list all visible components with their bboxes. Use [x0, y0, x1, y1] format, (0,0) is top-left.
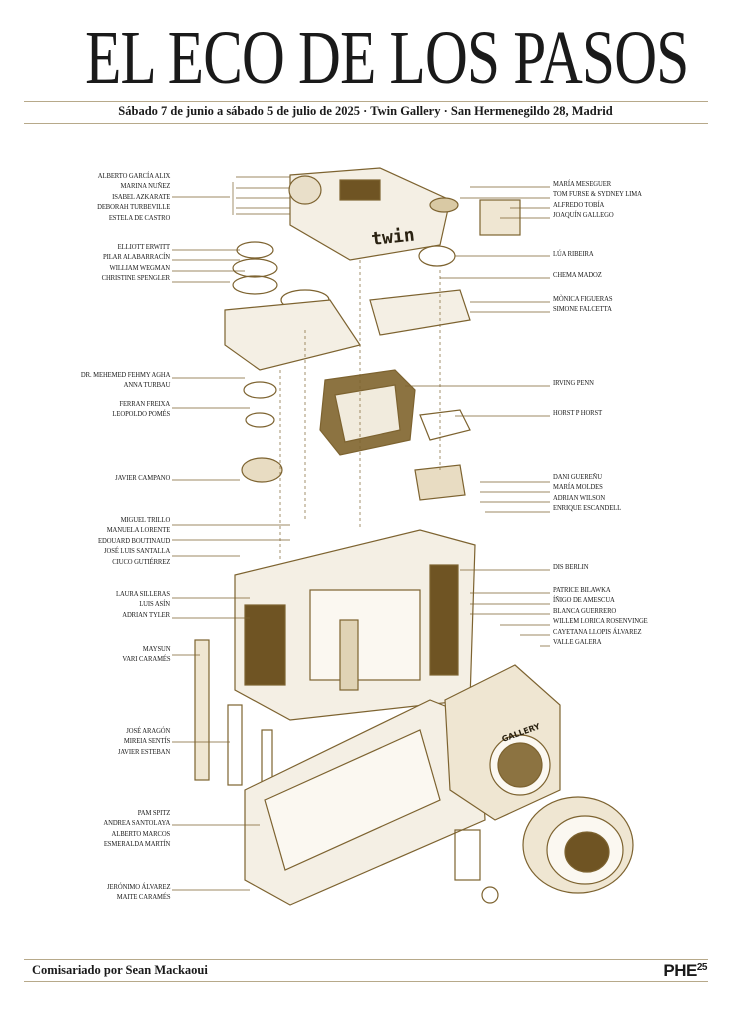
artist-name: Pilar Alabarracín — [102, 252, 170, 262]
artist-name: Alfredo Tobía — [553, 199, 605, 209]
artist-name: Leopoldo Pomés — [112, 409, 170, 419]
artist-name: Javier Esteban — [117, 746, 170, 756]
divider — [24, 959, 708, 960]
artist-group: José AragónMireia SentísJavier Esteban — [112, 726, 170, 757]
artist-name: Tom Furse & Sydney Lima — [553, 189, 642, 199]
artist-name: Simone Falcetta — [553, 304, 612, 314]
artist-name: Maysun — [142, 644, 170, 653]
artist-name: José Luis Santalla — [103, 546, 170, 556]
artist-name: Lúa Ribeira — [553, 249, 594, 258]
artist-group: Mònica FiguerasSimone Falcetta — [553, 294, 619, 315]
event-details: Sábado 7 de junio a sábado 5 de julio de… — [118, 104, 613, 118]
poster-title: EL ECO DE LOS PASOS — [85, 16, 689, 100]
artist-name: Manuela Lorente — [106, 525, 170, 535]
divider — [24, 101, 708, 102]
artist-name: Jerónimo Álvarez — [106, 882, 171, 891]
artist-name: Ferran Freixa — [119, 399, 170, 408]
curator-credit: Comisariado por Sean Mackaoui — [32, 963, 208, 977]
artist-name: Estela de Castro — [108, 212, 170, 222]
artist-group: Dani GuereñuMaría MoldesAdrian WilsonEnr… — [553, 472, 629, 514]
artist-name: Adrian Tyler — [122, 609, 170, 619]
artist-name: Horst P Horst — [553, 408, 603, 417]
artist-name: Javier Campano — [114, 473, 170, 482]
artist-group: María MeseguerTom Furse & Sydney LimaAlf… — [553, 179, 652, 221]
artist-name: Blanca Guerrero — [553, 605, 617, 615]
artist-name: Anna Turbau — [123, 380, 170, 390]
artist-name: William Wegman — [109, 262, 170, 272]
artist-name: Íñigo de Amescua — [553, 595, 615, 605]
artist-group: Alberto García AlixMarina NuñezIsabel Az… — [89, 171, 170, 223]
artist-name: Irving Penn — [553, 378, 594, 387]
artist-group: Jerónimo ÁlvarezMaite Caramés — [100, 882, 171, 903]
artist-name: Dani Guereñu — [553, 472, 602, 481]
artist-name: Christine Spengler — [101, 273, 171, 283]
artist-name: Dr. Mehemed Fehmy Agha — [80, 370, 171, 379]
artist-name: Alberto Marcos — [111, 828, 170, 838]
artist-group: Pam SpitzAndrea SantolayaAlberto MarcosE… — [96, 808, 170, 850]
artist-group: Lúa Ribeira — [553, 249, 598, 259]
artist-name: Mònica Figueras — [553, 294, 613, 303]
artist-name: DIS Berlin — [553, 562, 589, 571]
artist-name: María Meseguer — [553, 179, 612, 188]
twin-label: twin — [370, 225, 415, 250]
artist-name: Vari Caramés — [121, 654, 170, 664]
artist-name: Isabel Azkarate — [111, 191, 170, 201]
phe-logo: PHE25 — [663, 961, 707, 980]
artist-name: Willem Lorica Rosenvinge — [553, 616, 648, 626]
artist-group: Horst P Horst — [553, 408, 608, 418]
artist-group: Ferran FreixaLeopoldo Pomés — [106, 399, 170, 420]
artist-group: Javier Campano — [109, 473, 170, 483]
artist-group: Miguel TrilloManuela LorenteEdouard Bout… — [90, 515, 170, 567]
divider — [24, 981, 708, 982]
artist-name: Adrian Wilson — [553, 492, 606, 502]
divider — [24, 123, 708, 124]
artist-name: Enrique Escandell — [553, 503, 622, 513]
artist-name: Mireia Sentís — [123, 736, 170, 746]
artist-name: Andrea Santolaya — [103, 818, 170, 828]
artist-name: Chema Madoz — [553, 270, 602, 279]
artist-name: Pam Spitz — [137, 808, 170, 817]
artist-name: Miguel Trillo — [120, 515, 170, 524]
artist-name: José Aragón — [126, 726, 170, 735]
artist-name: Ciuco Gutiérrez — [112, 556, 170, 566]
artist-group: Patrice BilawkaÍñigo de AmescuaBlanca Gu… — [553, 585, 658, 647]
artist-group: DIS Berlin — [553, 562, 592, 572]
artist-name: Valle Galera — [553, 637, 602, 647]
artist-group: MaysunVari Caramés — [117, 644, 170, 665]
artist-group: Irving Penn — [553, 378, 598, 388]
artist-name: Elliott Erwitt — [117, 242, 170, 251]
artist-name: Patrice Bilawka — [553, 585, 611, 594]
artist-name: María Moldes — [553, 482, 603, 492]
artist-group: Laura SillerasLuis AsínAdrian Tyler — [110, 589, 170, 620]
artist-name: Cayetana Llopis Álvarez — [553, 626, 642, 636]
artist-name: Deborah Turbeville — [96, 202, 170, 212]
artist-group: Chema Madoz — [553, 270, 607, 280]
artist-name: Luis Asín — [139, 599, 170, 609]
artist-name: Marina Nuñez — [120, 181, 170, 191]
artist-name: Alberto García Alix — [97, 171, 171, 180]
artist-name: Joaquín Gallego — [553, 210, 614, 220]
artist-name: Laura Silleras — [116, 589, 170, 598]
artist-group: Dr. Mehemed Fehmy AghaAnna Turbau — [71, 370, 171, 391]
artist-name: Maite Caramés — [116, 892, 170, 902]
artist-name: Esmeralda Martín — [103, 839, 170, 849]
artist-group: Elliott ErwittPilar AlabarracínWilliam W… — [94, 242, 171, 284]
artist-name: Edouard Boutinaud — [97, 535, 170, 545]
